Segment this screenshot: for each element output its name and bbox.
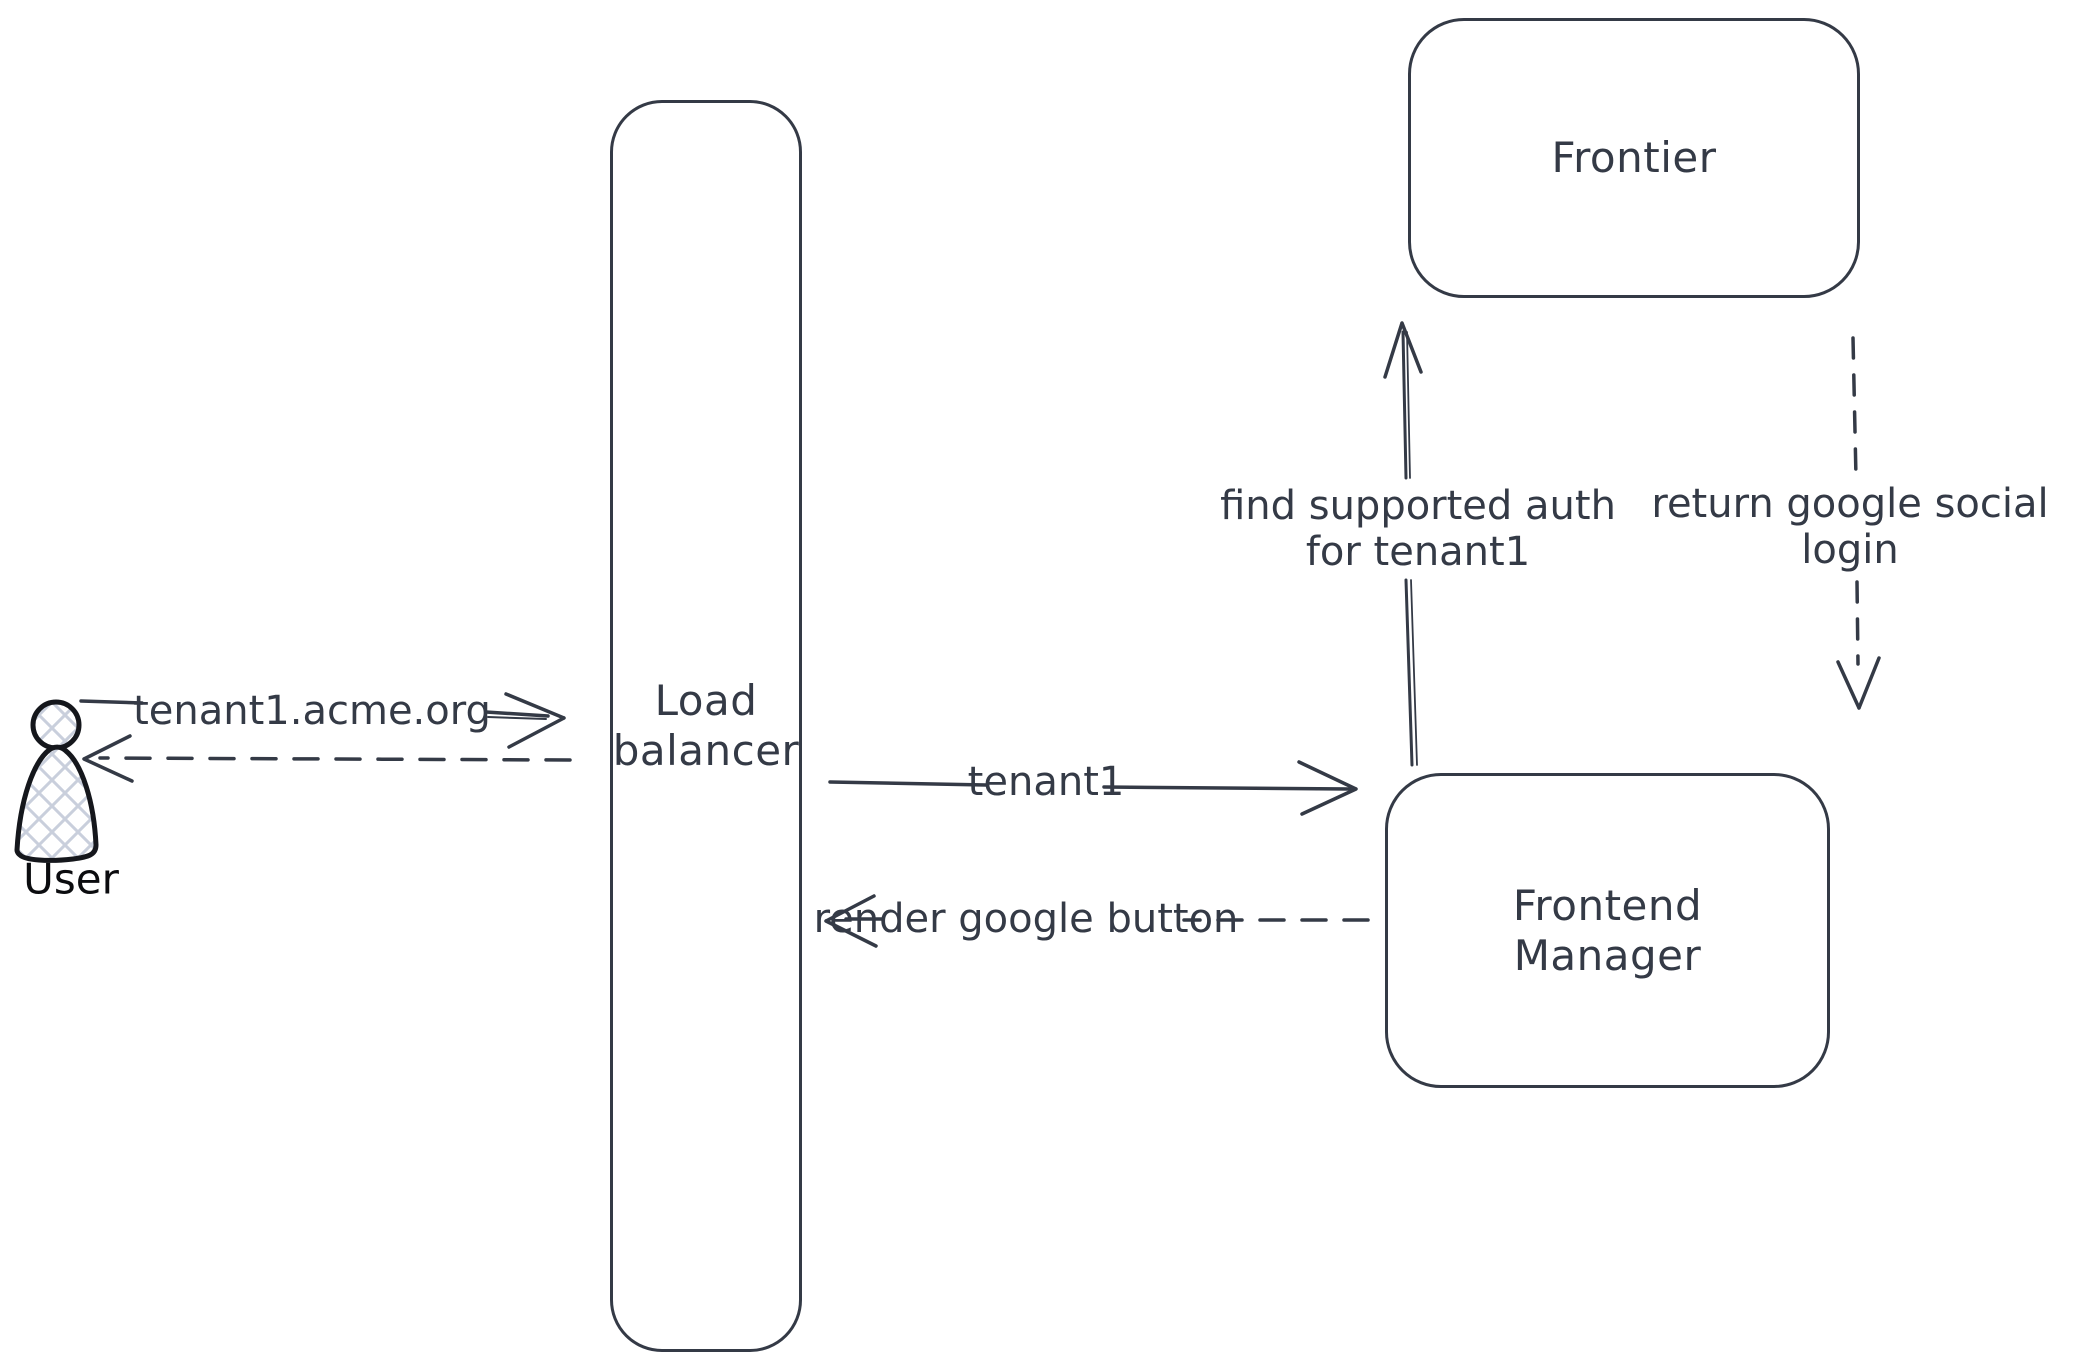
arrow-user-to-load-balancer xyxy=(79,692,566,749)
user-label: User xyxy=(23,854,119,904)
arrow-frontend-manager-to-frontier xyxy=(1383,321,1423,767)
node-frontend-manager: Frontend Manager xyxy=(1385,773,1830,1088)
edge-label-tenant1: tenant1 xyxy=(967,759,1125,805)
edge-label-render-google-button: render google button xyxy=(813,896,1239,942)
arrow-load-balancer-to-user xyxy=(82,734,572,783)
arrow-frontend-manager-to-load-balancer xyxy=(824,894,1370,948)
frontend-manager-label: Frontend Manager xyxy=(1512,880,1703,980)
load-balancer-label: Load balancer xyxy=(612,676,800,775)
node-load-balancer: Load balancer xyxy=(610,100,802,1352)
user-icon xyxy=(14,699,99,863)
edge-label-return-google-social-login: return google social login xyxy=(1651,481,2049,573)
edge-label-tenant1-acme-org: tenant1.acme.org xyxy=(133,688,491,734)
arrow-load-balancer-to-frontend-manager xyxy=(828,760,1358,816)
frontier-label: Frontier xyxy=(1551,133,1717,183)
node-frontier: Frontier xyxy=(1408,18,1860,298)
arrow-frontier-to-frontend-manager xyxy=(1836,336,1881,710)
edge-label-find-supported-auth: find supported auth for tenant1 xyxy=(1220,483,1616,575)
